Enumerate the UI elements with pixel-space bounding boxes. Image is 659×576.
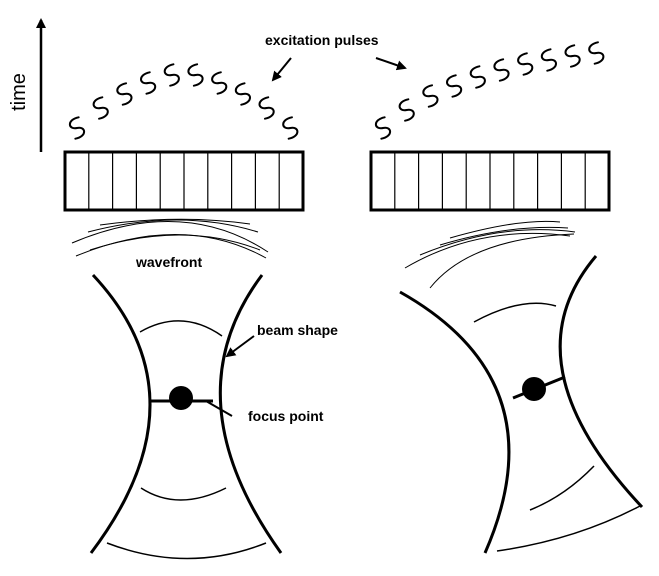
- beam-wavefront: [139, 320, 223, 337]
- beam-wavefront-bottom: [496, 505, 641, 552]
- wavefront-arc: [99, 218, 251, 226]
- wavefront-arc: [89, 234, 261, 251]
- panel-right: [399, 220, 644, 554]
- excitation-pulse: [282, 116, 299, 140]
- beam-wavefront: [473, 302, 557, 323]
- excitation-pulses-label: excitation pulses: [265, 32, 379, 48]
- excitation-pulse: [258, 96, 275, 120]
- wavefront-right: [404, 220, 576, 289]
- wavefront-arc: [71, 221, 269, 253]
- excitation-pulse: [564, 44, 581, 68]
- excitation-pulse: [588, 41, 605, 65]
- beam-boundary-right: [218, 274, 283, 554]
- wavefront-label: wavefront: [135, 254, 202, 270]
- excitation-pulse: [116, 82, 133, 106]
- excitation-pulse: [469, 65, 486, 89]
- excitation-pulses-arrow-right: [375, 57, 407, 71]
- beam-boundary-left: [399, 290, 511, 554]
- wavefront-arc: [419, 229, 576, 256]
- excitation-pulse: [517, 52, 534, 76]
- excitation-pulse: [68, 116, 86, 140]
- excitation-pulse: [92, 96, 109, 120]
- excitation-pulse: [374, 116, 392, 140]
- focus-point-pointer: [205, 400, 233, 417]
- wavefront-arc: [429, 233, 575, 289]
- excitation-pulse: [493, 58, 510, 82]
- focus-point-dot: [169, 386, 193, 410]
- focus-point-label: focus point: [248, 408, 324, 424]
- beam-wavefront: [529, 465, 595, 511]
- focus-point-dot: [522, 377, 546, 401]
- beam-wavefront: [140, 487, 227, 501]
- panel-left: wavefront beam shape focus point: [71, 218, 338, 560]
- excitation-pulse: [163, 63, 180, 87]
- excitation-pulse: [398, 98, 415, 122]
- wavefront-arc: [449, 220, 561, 239]
- transducer-array-left: [63, 150, 305, 212]
- excitation-pulse: [187, 63, 204, 87]
- excitation-pulse: [446, 74, 463, 98]
- wavefront-arc: [404, 232, 571, 269]
- wavefront-arc: [439, 226, 569, 246]
- beam-shape-label: beam shape: [257, 322, 338, 338]
- excitation-pulses-arrow-left: [271, 57, 292, 82]
- beam-shape-arrow: [225, 335, 255, 358]
- excitation-pulse: [140, 71, 157, 95]
- excitation-pulse: [211, 71, 228, 95]
- time-axis-label: time: [8, 73, 30, 111]
- transducer-array-right: [369, 150, 611, 212]
- excitation-pulse: [422, 84, 439, 108]
- beam-boundary-left: [89, 273, 152, 554]
- beam-wavefront-bottom: [106, 542, 267, 560]
- excitation-pulses-right: [374, 41, 605, 140]
- beam-boundary-right: [558, 255, 644, 509]
- excitation-pulse: [540, 48, 557, 72]
- excitation-pulse: [234, 82, 251, 106]
- excitation-pulses-left: [68, 63, 299, 140]
- wavefront-arc: [87, 219, 259, 233]
- wavefront-left: [71, 218, 269, 259]
